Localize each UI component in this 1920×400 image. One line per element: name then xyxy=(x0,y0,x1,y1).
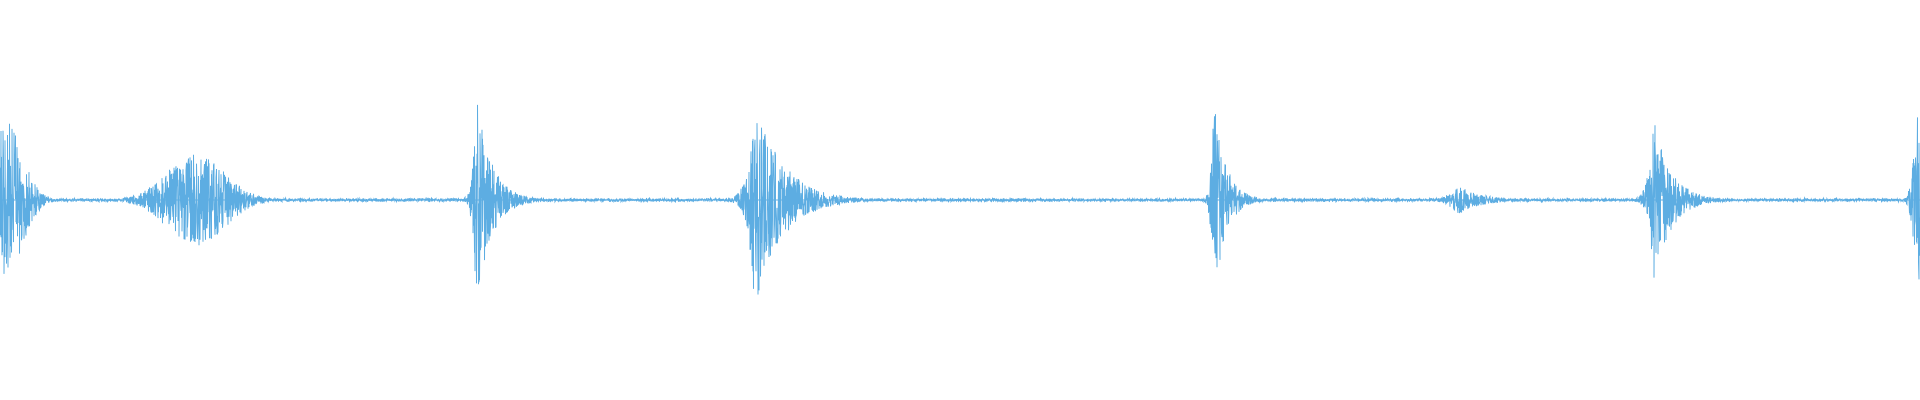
waveform-signal xyxy=(0,104,1920,295)
